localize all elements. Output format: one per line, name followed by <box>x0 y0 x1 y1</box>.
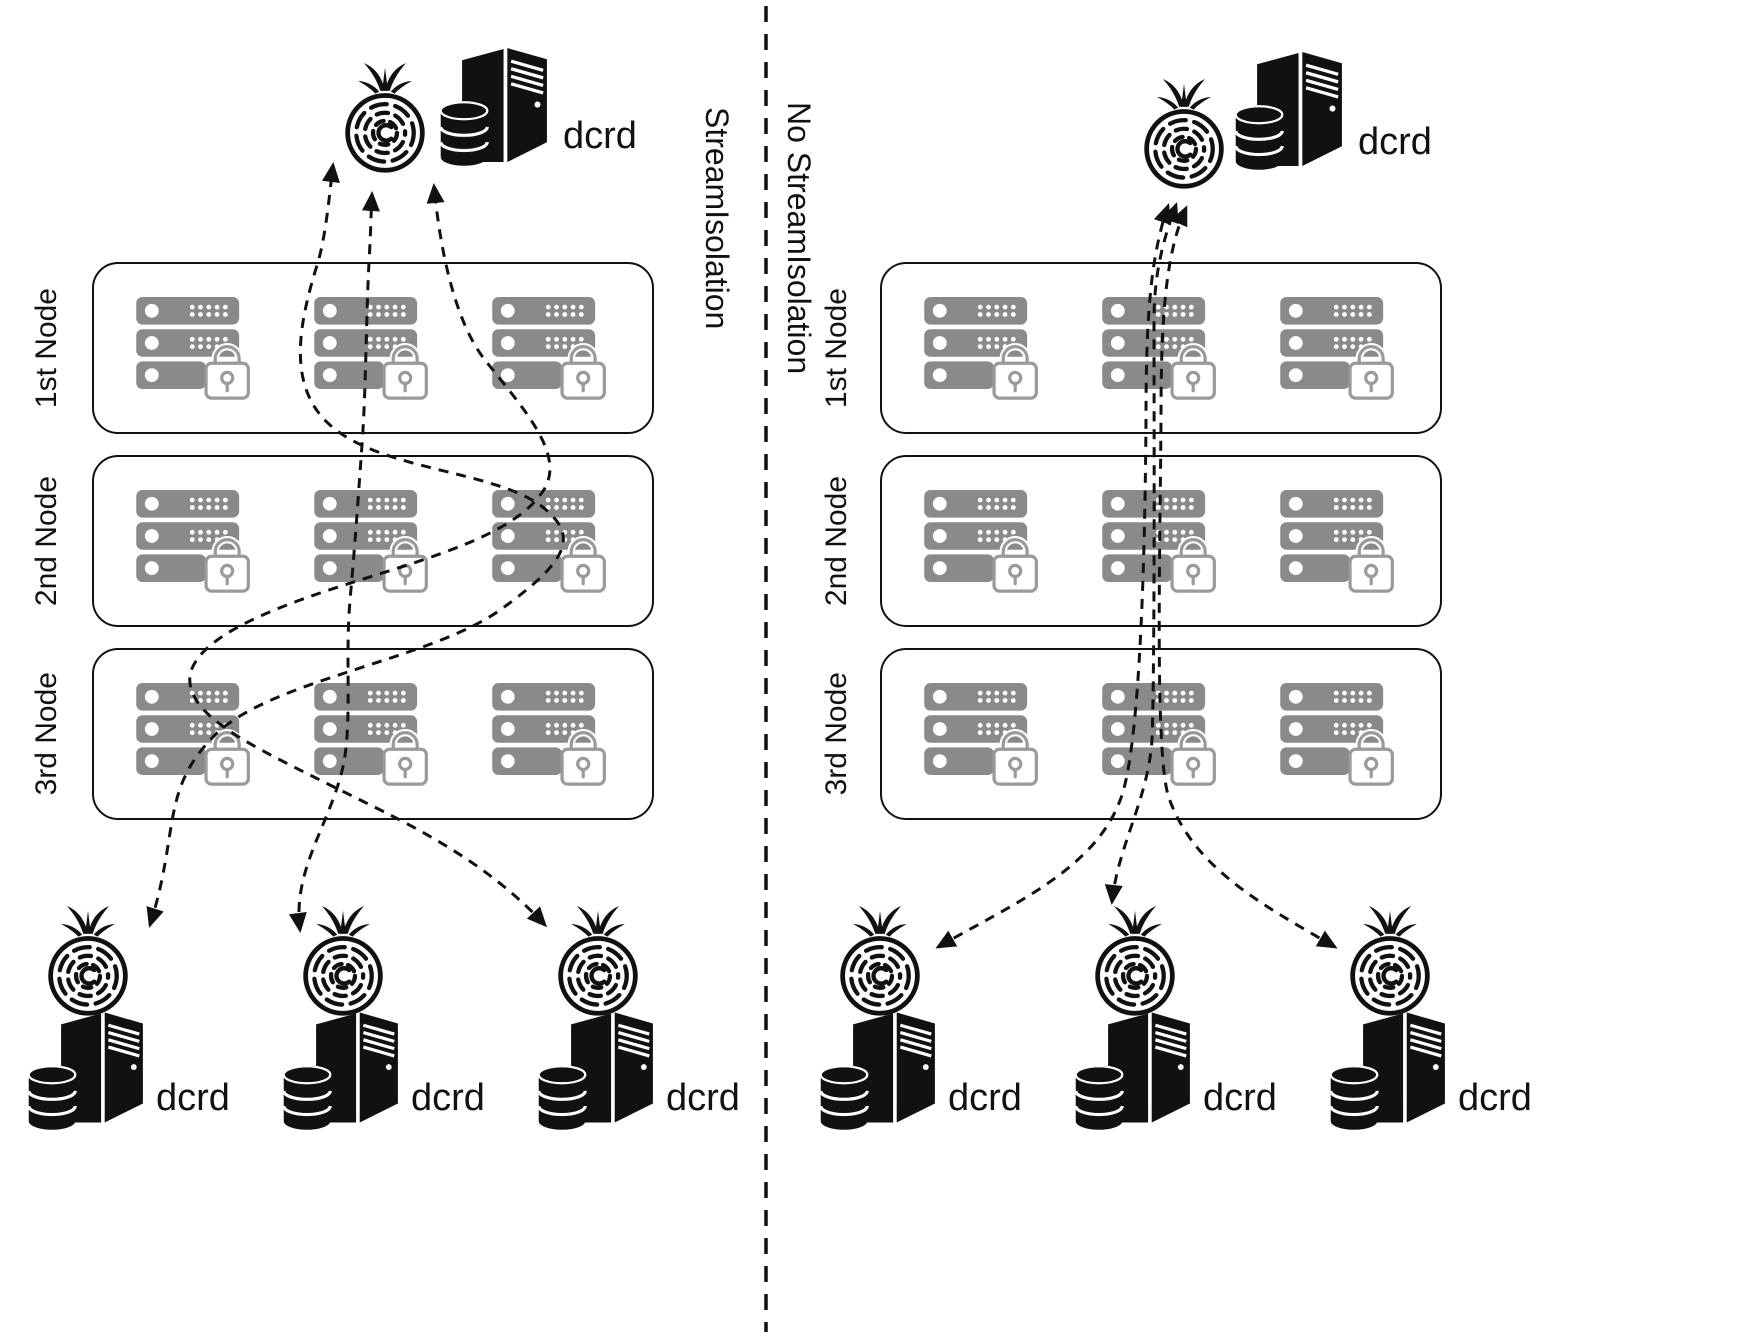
dcrd-label: dcrd <box>411 1077 485 1119</box>
relay-node-box-1 <box>880 262 1442 434</box>
tor-onion-icon <box>1136 78 1232 191</box>
tor-onion-icon <box>550 905 646 1018</box>
divider-label-streamisolation: StreamIsolation <box>699 106 735 330</box>
dcrd-label: dcrd <box>1203 1077 1277 1119</box>
server-rack-icon <box>314 683 432 786</box>
node-label-1st: 1st Node <box>30 287 63 409</box>
server-rack-icon <box>136 683 254 786</box>
server-rack-icon <box>1280 297 1398 400</box>
dcrd-label: dcrd <box>156 1077 230 1119</box>
tor-onion-icon <box>1342 905 1438 1018</box>
database-cylinder-icon <box>1328 1064 1380 1132</box>
database-cylinder-icon <box>438 100 490 168</box>
dcrd-label: dcrd <box>563 115 637 157</box>
node-label-2nd: 2nd Node <box>30 475 63 607</box>
dcrd-label: dcrd <box>666 1077 740 1119</box>
tor-onion-icon <box>40 905 136 1018</box>
tor-onion-icon <box>337 62 433 175</box>
server-rack-icon <box>136 490 254 593</box>
database-cylinder-icon <box>818 1064 870 1132</box>
server-rack-icon <box>314 490 432 593</box>
dcrd-label: dcrd <box>1358 121 1432 163</box>
database-cylinder-icon <box>26 1064 78 1132</box>
relay-node-box-3 <box>92 648 654 820</box>
database-cylinder-icon <box>536 1064 588 1132</box>
server-rack-icon <box>1102 297 1220 400</box>
database-cylinder-icon <box>281 1064 333 1132</box>
server-rack-icon <box>1102 683 1220 786</box>
server-rack-icon <box>924 490 1042 593</box>
server-rack-icon <box>1280 490 1398 593</box>
dcrd-label: dcrd <box>948 1077 1022 1119</box>
node-label-3rd: 3rd Node <box>30 672 63 796</box>
server-rack-icon <box>1102 490 1220 593</box>
server-rack-icon <box>924 683 1042 786</box>
database-cylinder-icon <box>1233 104 1285 172</box>
divider-label-no-streamisolation: No StreamIsolation <box>781 101 817 375</box>
relay-node-box-3 <box>880 648 1442 820</box>
tor-onion-icon <box>1087 905 1183 1018</box>
relay-node-box-1 <box>92 262 654 434</box>
server-rack-icon <box>492 297 610 400</box>
server-rack-icon <box>492 683 610 786</box>
node-label-2nd: 2nd Node <box>820 475 853 607</box>
database-cylinder-icon <box>1073 1064 1125 1132</box>
server-rack-icon <box>492 490 610 593</box>
node-label-3rd: 3rd Node <box>820 672 853 796</box>
tor-onion-icon <box>295 905 391 1018</box>
tor-onion-icon <box>832 905 928 1018</box>
server-rack-icon <box>136 297 254 400</box>
relay-node-box-2 <box>92 455 654 627</box>
server-rack-icon <box>1280 683 1398 786</box>
server-rack-icon <box>924 297 1042 400</box>
dcrd-label: dcrd <box>1458 1077 1532 1119</box>
server-rack-icon <box>314 297 432 400</box>
relay-node-box-2 <box>880 455 1442 627</box>
node-label-1st: 1st Node <box>820 287 853 409</box>
